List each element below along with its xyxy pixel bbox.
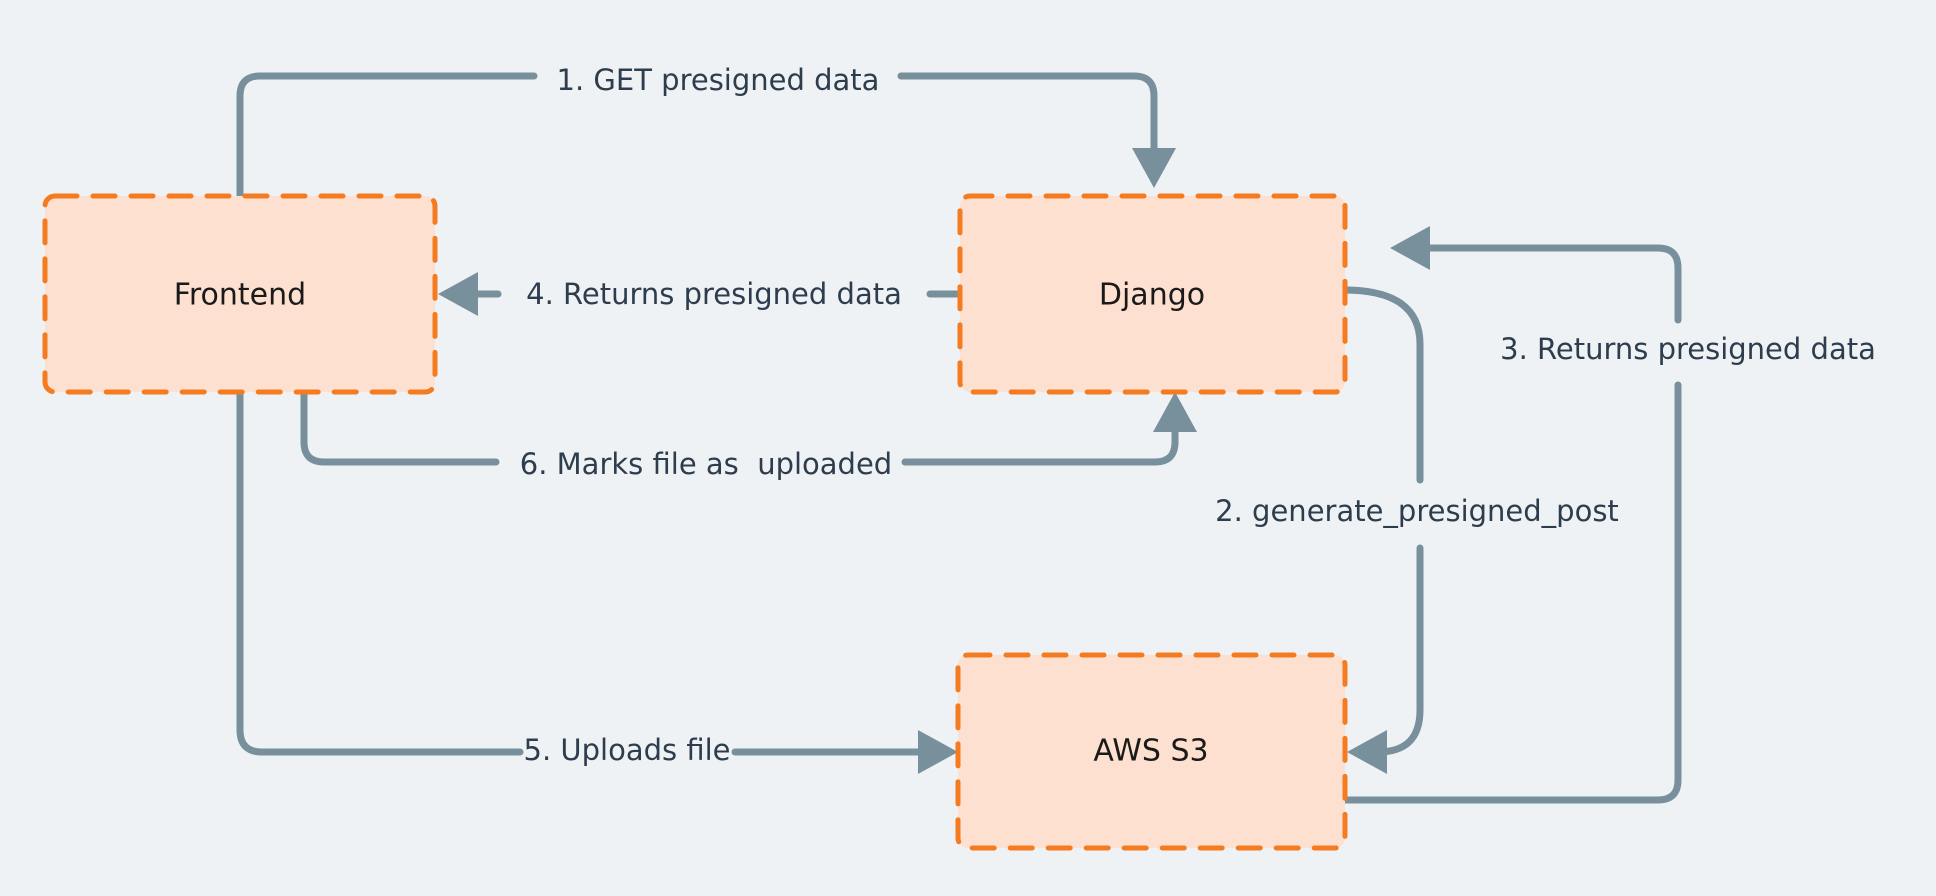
edge-6-path-left: [300, 388, 500, 466]
edge-1-arrowhead: [1132, 148, 1176, 188]
edge-5-uploads-file: [236, 388, 958, 774]
edge-4-label: 4. Returns presigned data: [526, 277, 902, 311]
edge-3-path-upper: [1418, 244, 1682, 324]
edge-3-returns-presigned-data: [1341, 226, 1682, 804]
edge-6-marks-file-as-uploaded: [300, 388, 1197, 466]
node-django-label: Django: [1099, 278, 1205, 313]
node-django-box[interactable]: [957, 193, 1348, 395]
edge-1-label: 1. GET presigned data: [557, 63, 880, 97]
node-aws-s3-box[interactable]: [955, 652, 1348, 851]
edge-1-get-presigned-data: [236, 72, 1176, 200]
edge-5-path-left: [236, 388, 524, 756]
edge-2-path-upper: [1340, 286, 1424, 484]
node-frontend-box[interactable]: [42, 193, 438, 395]
edge-3-arrowhead: [1390, 226, 1430, 270]
edge-3-path-lower: [1341, 381, 1682, 804]
edge-4-arrowhead: [438, 272, 478, 316]
edge-3-label: 3. Returns presigned data: [1500, 332, 1876, 366]
edge-2-label: 2. generate_presigned_post: [1215, 494, 1619, 528]
edge-4-returns-presigned-data: [438, 272, 964, 316]
edge-6-arrowhead: [1153, 392, 1197, 432]
edge-2-path-lower: [1368, 544, 1424, 756]
node-frontend-label: Frontend: [174, 278, 306, 313]
node-django[interactable]: Django: [957, 193, 1348, 395]
edge-6-path-right: [901, 421, 1179, 466]
edge-2-arrowhead: [1347, 730, 1387, 774]
edge-5-arrowhead: [918, 730, 958, 774]
edge-2-generate-presigned-post: [1340, 286, 1424, 774]
edge-6-label: 6. Marks file as uploaded: [520, 447, 892, 481]
node-frontend[interactable]: Frontend: [42, 193, 438, 395]
edge-1-path-right: [897, 72, 1158, 159]
edge-1-path-left: [236, 72, 538, 200]
edge-5-label: 5. Uploads file: [524, 733, 731, 767]
node-aws-s3[interactable]: AWS S3: [955, 652, 1348, 851]
node-aws-s3-label: AWS S3: [1093, 734, 1208, 769]
